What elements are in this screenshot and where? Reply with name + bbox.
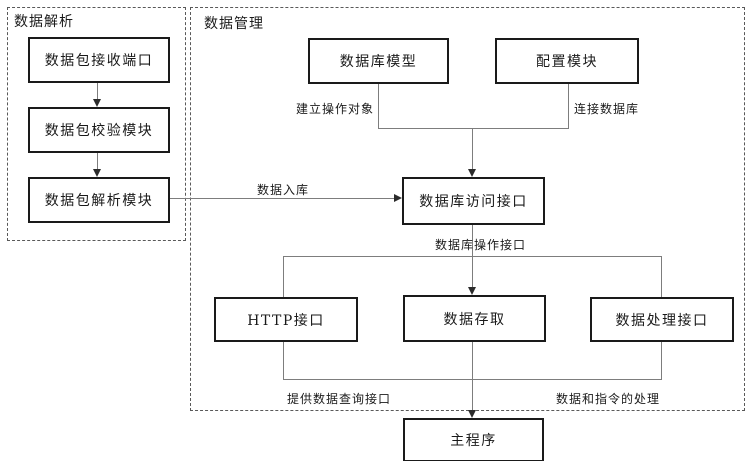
- node-database-model: 数据库模型: [308, 38, 449, 84]
- edge-storage-main-line: [472, 338, 473, 410]
- node-packet-receive-port: 数据包接收端口: [28, 37, 170, 83]
- edge-dbmodel-down-line: [378, 80, 379, 129]
- edge-merge-horizontal-line: [378, 128, 569, 129]
- edge-label-query-interface: 提供数据查询接口: [287, 392, 392, 406]
- edge-process-collect-line: [661, 338, 662, 380]
- arrowhead-into-dbaccess-left: [394, 194, 402, 202]
- edge-http-collect-line: [283, 338, 284, 379]
- edge-label-connect-db: 连接数据库: [574, 102, 640, 116]
- group-data-management: 数据管理: [190, 7, 745, 411]
- edge-label-db-op-interface: 数据库操作接口: [435, 238, 527, 252]
- arrowhead-into-main: [468, 410, 476, 418]
- group-data-parsing-title: 数据解析: [14, 14, 74, 30]
- group-data-management-title: 数据管理: [204, 16, 264, 32]
- edge-label-data-in: 数据入库: [257, 183, 310, 197]
- edge-config-down-line: [568, 80, 569, 129]
- node-http-interface: HTTP接口: [214, 297, 358, 342]
- node-data-storage: 数据存取: [403, 295, 546, 342]
- edge-dbaccess-storage-line: [472, 221, 473, 288]
- node-packet-verify-module: 数据包校验模块: [28, 107, 170, 153]
- node-packet-parse-module: 数据包解析模块: [28, 177, 170, 223]
- edge-receive-verify-line: [97, 79, 98, 101]
- node-database-access-interface: 数据库访问接口: [402, 177, 545, 225]
- edge-fanout-http-line: [283, 256, 284, 297]
- arrowhead-into-dbaccess-top: [468, 169, 476, 177]
- edge-fanout-horizontal-line: [283, 256, 661, 257]
- edge-parse-dbaccess-line: [166, 198, 395, 199]
- node-main-program: 主程序: [403, 418, 544, 461]
- edge-merge-dbaccess-line: [472, 128, 473, 170]
- arrowhead-into-verify: [93, 99, 101, 107]
- edge-fanout-process-line: [661, 256, 662, 297]
- edge-label-create-object: 建立操作对象: [296, 102, 375, 116]
- node-config-module: 配置模块: [495, 38, 639, 84]
- edge-verify-parse-line: [97, 149, 98, 170]
- group-data-parsing: 数据解析: [7, 7, 186, 241]
- node-data-process-interface: 数据处理接口: [590, 297, 734, 342]
- edge-label-data-cmd: 数据和指令的处理: [556, 392, 661, 406]
- arrowhead-into-parse: [93, 169, 101, 177]
- arrowhead-into-storage: [468, 287, 476, 295]
